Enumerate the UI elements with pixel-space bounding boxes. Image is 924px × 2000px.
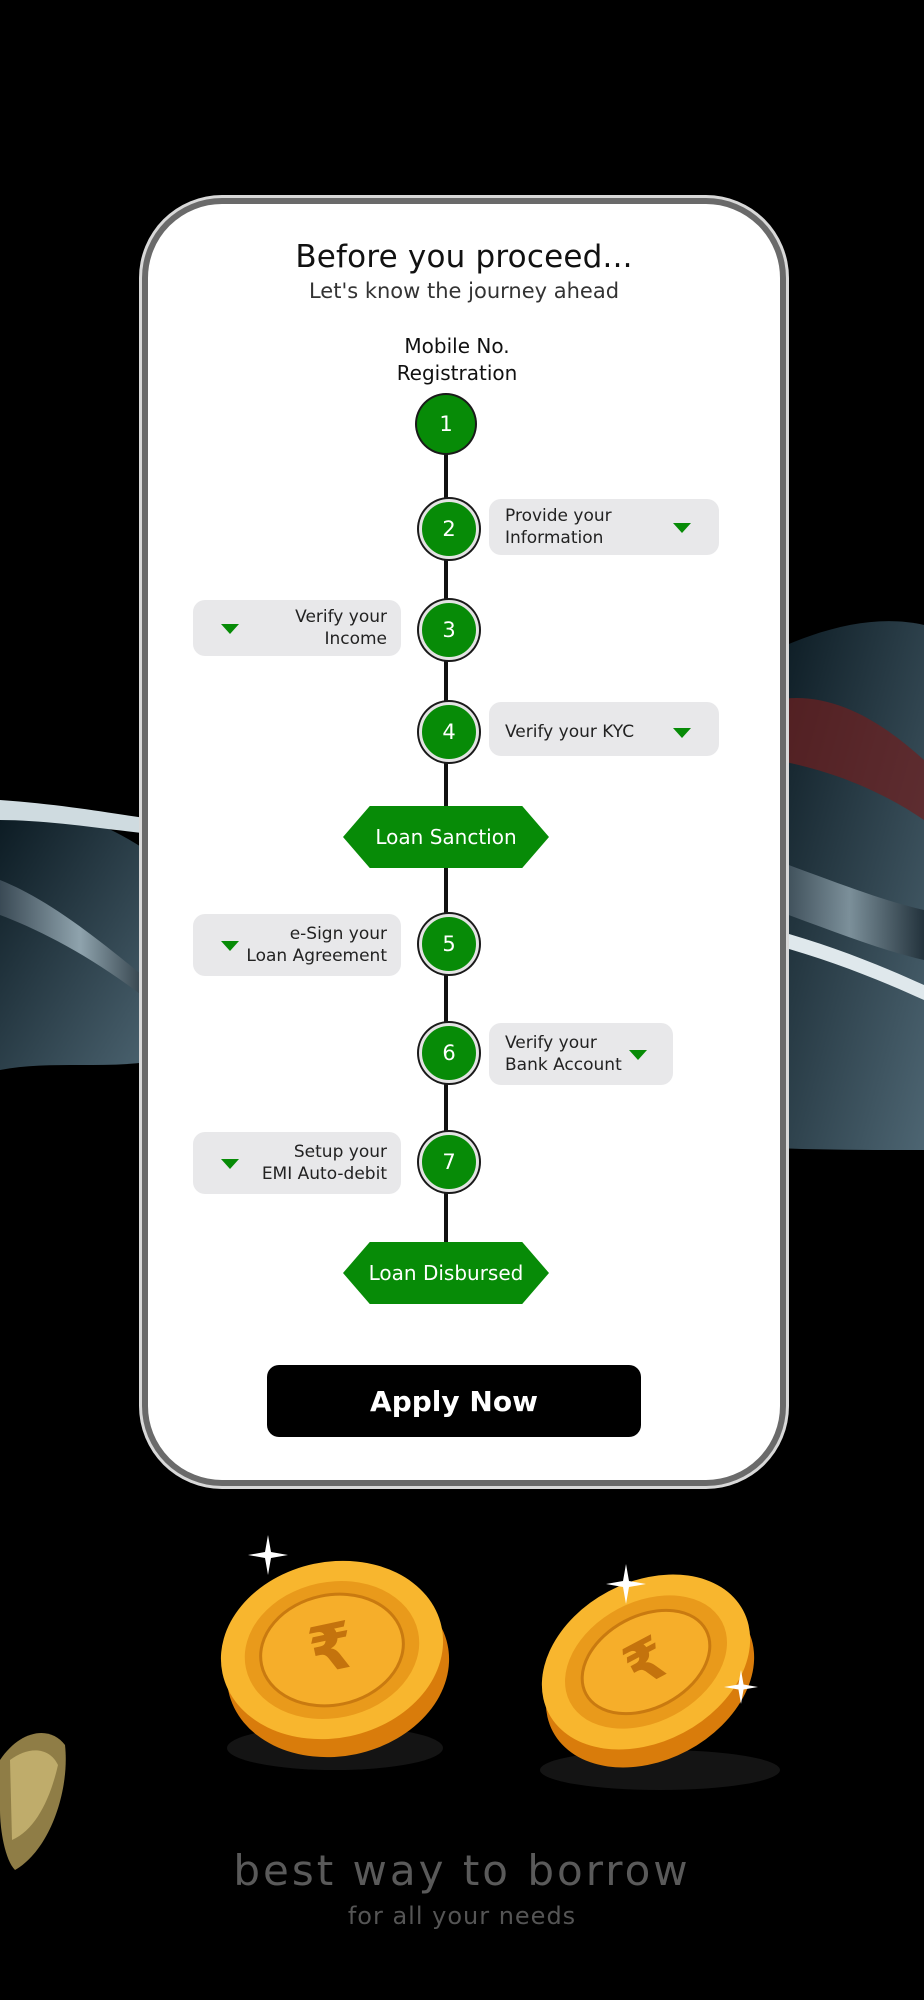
step-4-card[interactable]: Verify your KYC <box>489 702 719 756</box>
step-3-line1: Verify your <box>295 607 387 627</box>
tagline-sub: for all your needs <box>347 1902 577 1930</box>
step-5-line1: e-Sign your <box>289 924 387 944</box>
apply-now-button[interactable]: Apply Now <box>267 1365 641 1437</box>
chevron-down-icon <box>221 941 239 951</box>
step-6-line2: Bank Account <box>505 1055 622 1075</box>
step-4-line1: Verify your KYC <box>505 722 635 742</box>
step-7-text: Setup your EMI Auto-debit <box>262 1141 387 1185</box>
step-2-text: Provide your Information <box>505 505 612 549</box>
step-3-text: Verify your Income <box>295 606 387 650</box>
rupee-coin-icon: ₹ <box>540 1574 780 1790</box>
step-6-card[interactable]: Verify your Bank Account <box>489 1023 673 1085</box>
step-2-line2: Information <box>505 528 604 548</box>
sparkle-icon <box>724 1670 758 1704</box>
step-6-line1: Verify your <box>505 1033 597 1053</box>
step-5-line2: Loan Agreement <box>246 946 387 966</box>
chevron-down-icon <box>673 728 691 738</box>
first-step-line1: Mobile No. <box>404 334 510 358</box>
step-3-card[interactable]: Verify your Income <box>193 600 401 656</box>
chevron-down-icon <box>673 523 691 533</box>
first-step-label: Mobile No. Registration <box>151 333 763 387</box>
step-2-badge: 2 <box>419 499 479 559</box>
step-4-badge: 4 <box>419 702 479 762</box>
page-subtitle: Let's know the journey ahead <box>308 279 620 303</box>
journey-card: Before you proceed... Let's know the jou… <box>148 204 780 1480</box>
first-step-line2: Registration <box>396 361 518 385</box>
step-1-badge: 1 <box>417 395 475 453</box>
step-7-line2: EMI Auto-debit <box>261 1164 387 1184</box>
step-5-badge: 5 <box>419 914 479 974</box>
step-7-card[interactable]: Setup your EMI Auto-debit <box>193 1132 401 1194</box>
step-5-card[interactable]: e-Sign your Loan Agreement <box>193 914 401 976</box>
step-6-text: Verify your Bank Account <box>505 1032 622 1076</box>
step-2-line1: Provide your <box>505 506 612 526</box>
step-3-badge: 3 <box>419 600 479 660</box>
step-5-text: e-Sign your Loan Agreement <box>246 923 387 967</box>
chevron-down-icon <box>221 624 239 634</box>
tagline-main: best way to borrow <box>233 1846 691 1895</box>
step-7-line1: Setup your <box>293 1142 387 1162</box>
sparkle-icon <box>248 1535 288 1575</box>
step-2-card[interactable]: Provide your Information <box>489 499 719 555</box>
rupee-coin-icon: ₹ <box>220 1560 450 1770</box>
page-title: Before you proceed... <box>295 239 633 275</box>
step-6-badge: 6 <box>419 1023 479 1083</box>
chevron-down-icon <box>629 1050 647 1060</box>
sparkle-icon <box>606 1564 646 1604</box>
loan-sanction-milestone: Loan Sanction <box>343 806 549 868</box>
step-4-text: Verify your KYC <box>505 721 634 743</box>
step-7-badge: 7 <box>419 1132 479 1192</box>
loan-disbursed-milestone: Loan Disbursed <box>343 1242 549 1304</box>
step-3-line2: Income <box>324 629 387 649</box>
chevron-down-icon <box>221 1159 239 1169</box>
